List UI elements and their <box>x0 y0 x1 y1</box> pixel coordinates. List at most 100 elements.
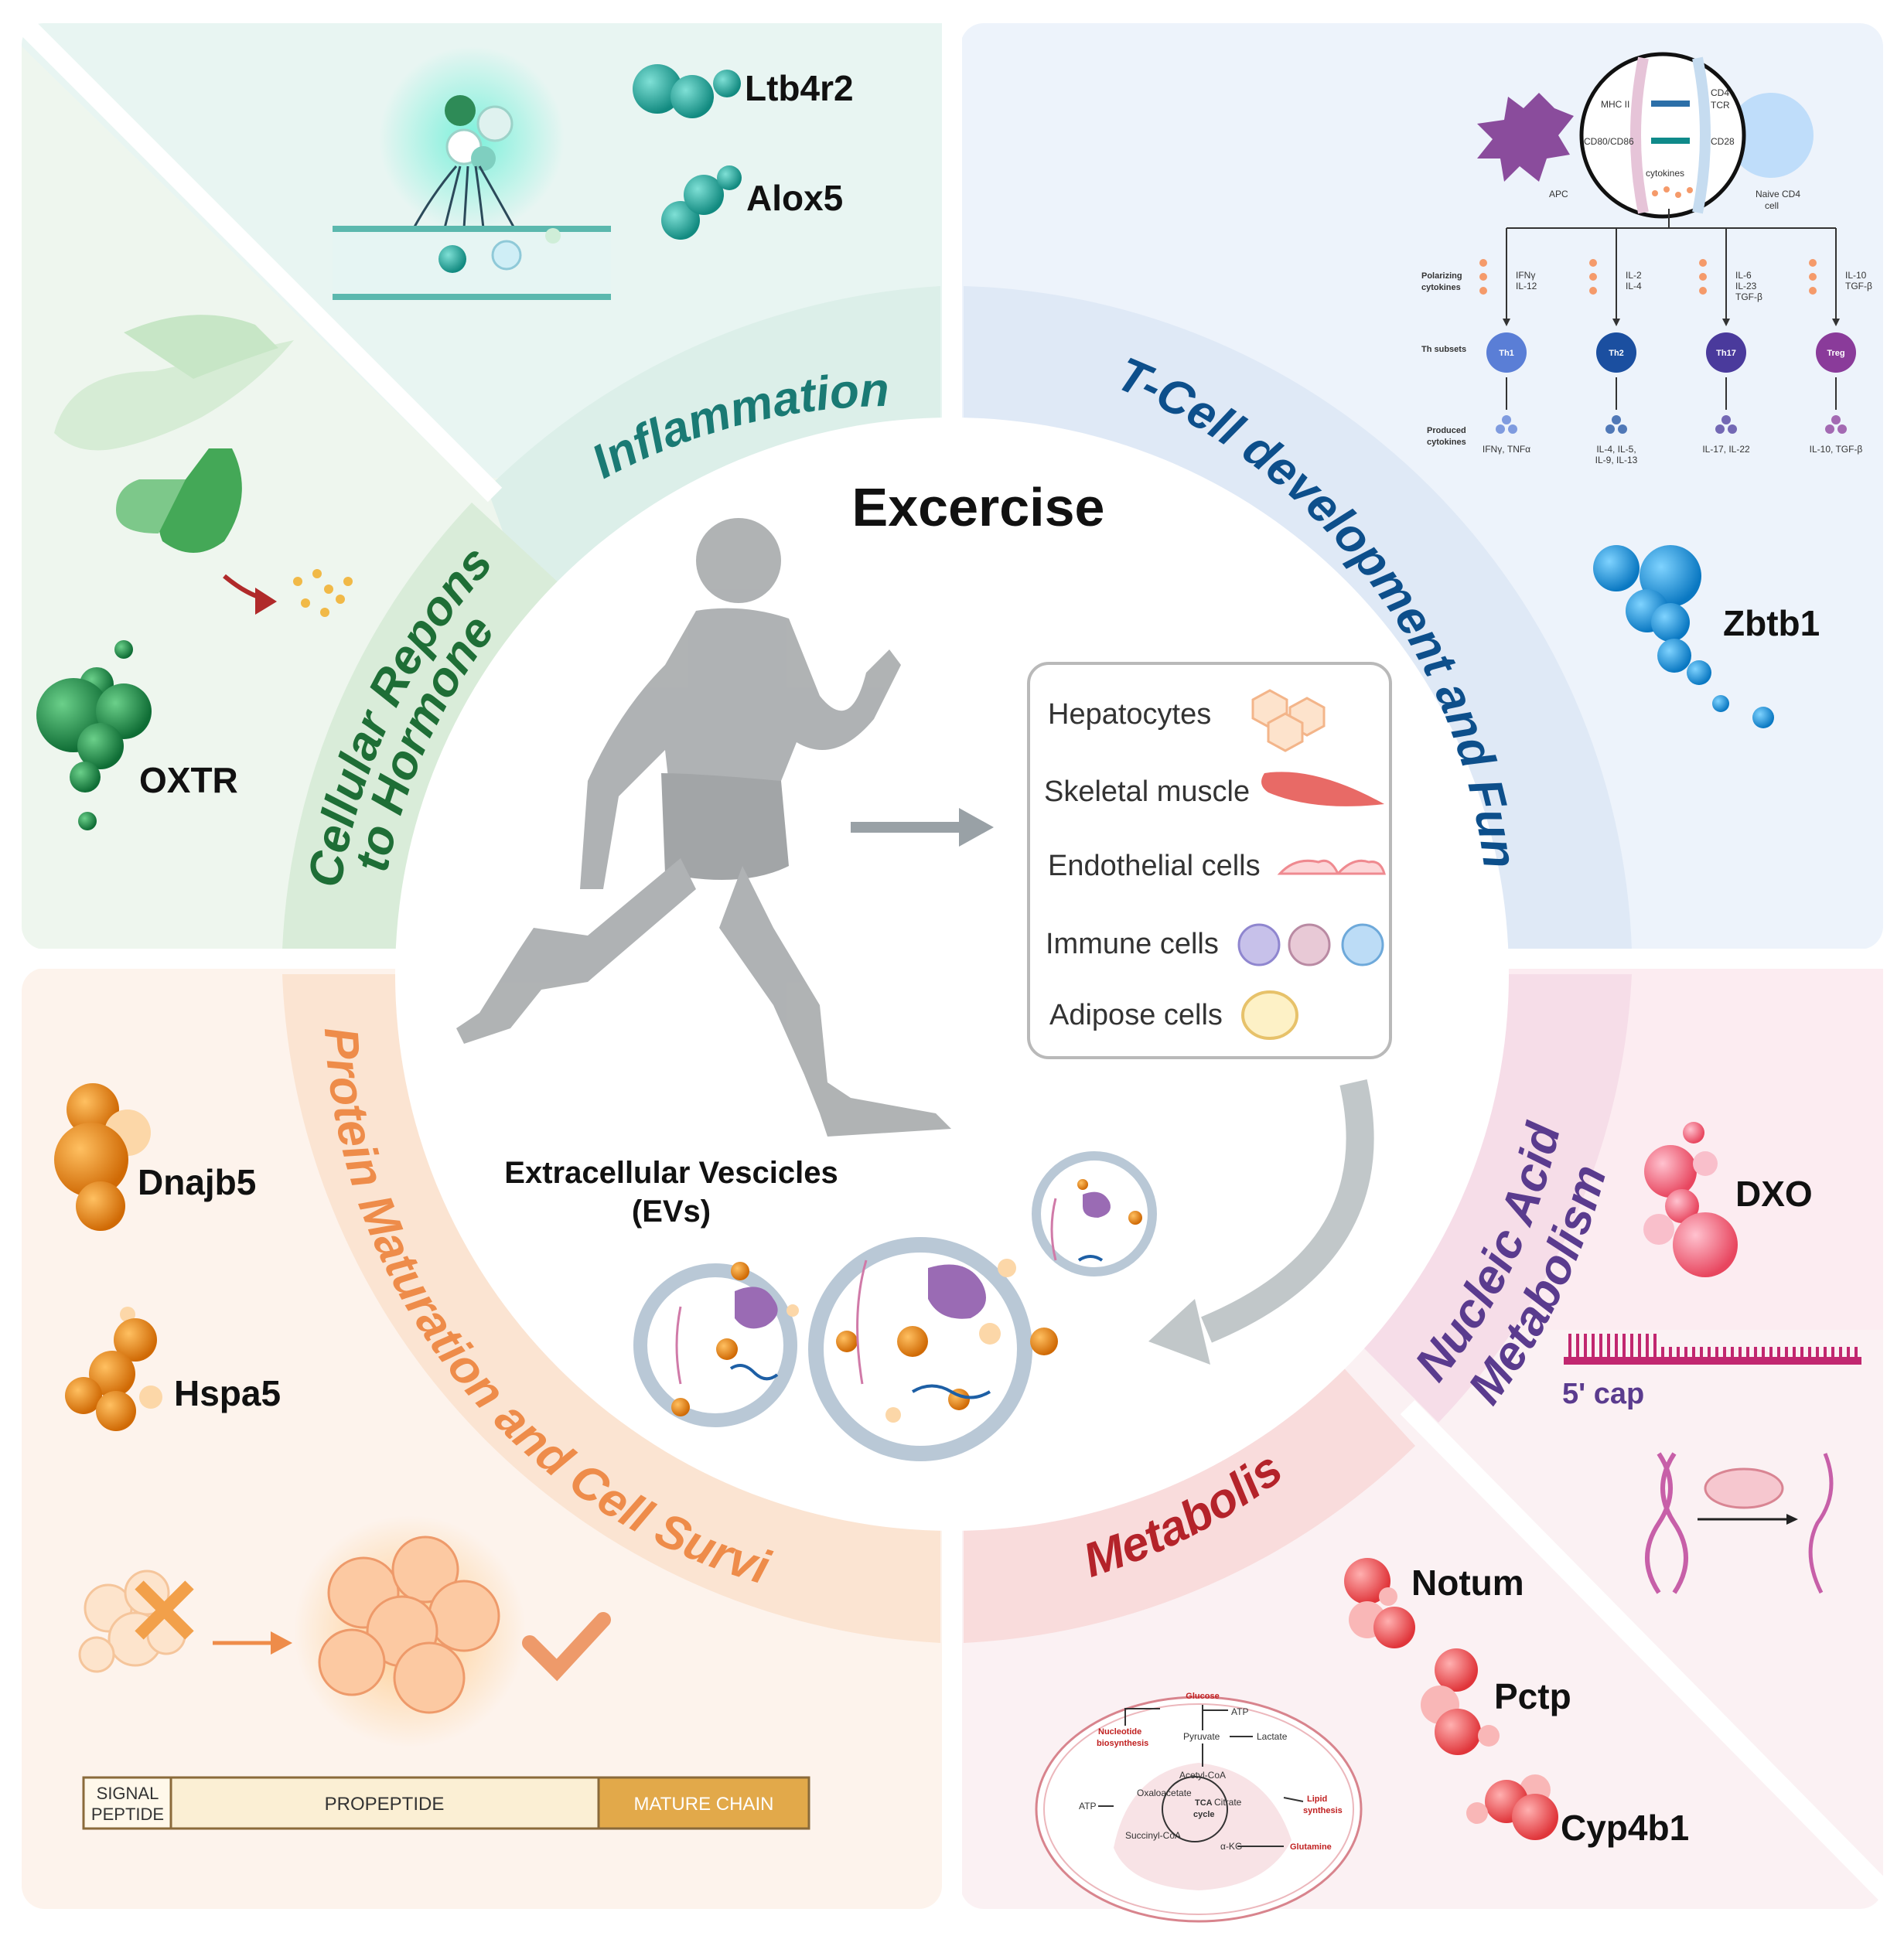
m-nucleotide-line2: biosynthesis <box>1097 1739 1148 1748</box>
hepatocytes-icon <box>1251 689 1326 752</box>
bar-signal-line1: SIGNAL <box>97 1784 159 1803</box>
arrow-to-celltypes <box>851 808 994 847</box>
metabolism-mitochondria-diagram: Glucose ATP Pyruvate Lactate Nucleotide … <box>1035 1692 1363 1923</box>
cytokine-dot <box>1589 287 1597 295</box>
label-tcr: TCR <box>1711 100 1730 111</box>
hspa5-molecule-icon <box>65 1307 162 1431</box>
subset-cell <box>1706 332 1746 373</box>
cap-tooth <box>1584 1334 1587 1358</box>
m-glucose: Glucose <box>1186 1692 1219 1701</box>
cytokine-dot <box>1479 259 1487 267</box>
gene-dnajb5: Dnajb5 <box>138 1162 256 1202</box>
cytokine-dot <box>1479 287 1487 295</box>
polarizing-cytokine: IL-2 <box>1626 270 1642 281</box>
bar-signal-line2: PEPTIDE <box>91 1805 164 1824</box>
m-tca-line2: cycle <box>1193 1810 1215 1819</box>
cap-tooth <box>1607 1334 1610 1358</box>
produced-dot <box>1831 415 1841 424</box>
polarizing-cytokine: IL-10 <box>1845 270 1867 281</box>
subset-label: Th2 <box>1609 349 1624 358</box>
produced-cytokine: IL-9, IL-13 <box>1595 455 1638 465</box>
cap-tooth <box>1692 1347 1695 1358</box>
label-naive-line1: Naive CD4 <box>1756 189 1800 199</box>
produced-cytokine: IL-4, IL-5, <box>1596 444 1636 455</box>
produced-dot <box>1496 424 1505 434</box>
sector-metabolism <box>964 1353 1415 1643</box>
label-produced-line1: Produced <box>1427 426 1466 435</box>
polarizing-cytokine: IL-12 <box>1516 281 1537 291</box>
cap-tooth <box>1708 1347 1711 1358</box>
tcell-synapse-diagram: MHC II CD4 TCR CD80/CD86 CD28 cytokines … <box>1477 52 1836 229</box>
polarizing-cytokine: TGF-β <box>1845 281 1872 291</box>
ltb4r2-molecule-icon <box>633 64 741 118</box>
cytokine-dot <box>1699 287 1707 295</box>
dnajb5-molecule-icon <box>54 1083 151 1231</box>
celltype-hepatocytes: Hepatocytes <box>1048 698 1211 731</box>
subset-cell <box>1816 332 1856 373</box>
oxtr-molecule-icon <box>36 640 152 830</box>
subset-cell <box>1596 332 1636 373</box>
gene-ltb4r2: Ltb4r2 <box>745 68 854 108</box>
cap-tooth <box>1630 1334 1633 1358</box>
cytokine-dot <box>1589 273 1597 281</box>
label-polarizing-line1: Polarizing <box>1421 271 1462 281</box>
label-polarizing-line2: cytokines <box>1421 283 1461 292</box>
produced-dot <box>1715 424 1725 434</box>
center-title: Excercise <box>852 477 1105 537</box>
m-lactate: Lactate <box>1257 1731 1288 1742</box>
cap-tooth <box>1723 1347 1726 1358</box>
cap-tooth <box>1847 1347 1850 1358</box>
celltype-adipose: Adipose cells <box>1049 999 1223 1031</box>
cap-tooth <box>1831 1347 1834 1358</box>
cap-tooth <box>1646 1334 1649 1358</box>
cytokine-dot <box>1699 259 1707 267</box>
m-akg: α-KG <box>1220 1841 1242 1852</box>
m-citrate: Citrate <box>1214 1797 1242 1808</box>
polarizing-cytokine: IL-4 <box>1626 281 1642 291</box>
cytokine-dot <box>1589 259 1597 267</box>
cell-types-box: Hepatocytes Skeletal muscle Endothelial … <box>1027 662 1392 1059</box>
cap-tooth <box>1615 1334 1618 1358</box>
dxo-molecule-icon <box>1643 1122 1738 1277</box>
tcell-subsets-diagram: Polarizing cytokines Th subsets Produced… <box>1421 228 1872 465</box>
polarizing-cytokine: IL-23 <box>1735 281 1757 291</box>
cap-tooth <box>1769 1347 1773 1358</box>
label-produced-line2: cytokines <box>1427 438 1466 447</box>
label-mhc: MHC II <box>1601 99 1629 110</box>
gene-oxtr: OXTR <box>139 760 238 800</box>
mrna-cap-icon <box>1564 1334 1861 1365</box>
cap-tooth <box>1592 1334 1595 1358</box>
cap-tooth <box>1808 1347 1811 1358</box>
cap-tooth <box>1746 1347 1749 1358</box>
gene-notum: Notum <box>1411 1563 1524 1603</box>
cytokine-dot <box>1809 259 1817 267</box>
label-cd28: CD28 <box>1711 136 1735 147</box>
subset-label: Th1 <box>1499 349 1514 358</box>
label-naive-line2: cell <box>1765 200 1779 211</box>
cap-tooth <box>1638 1334 1641 1358</box>
label-cd80: CD80/CD86 <box>1584 136 1634 147</box>
m-tca-line1: TCA <box>1195 1798 1213 1808</box>
cap-tooth <box>1800 1347 1803 1358</box>
cap-tooth <box>1700 1347 1703 1358</box>
cap-tooth <box>1622 1334 1626 1358</box>
cap-tooth <box>1762 1347 1765 1358</box>
inflammation-vessel-illustration <box>333 46 611 300</box>
subset-cell <box>1486 332 1527 373</box>
ev-label-line1: Extracellular Vescicles <box>504 1156 838 1190</box>
gene-cyp4b1: Cyp4b1 <box>1561 1808 1689 1848</box>
subset-arrowhead <box>1612 319 1620 326</box>
cap-tooth <box>1576 1334 1579 1358</box>
produced-dot <box>1502 415 1511 424</box>
m-atp2: ATP <box>1079 1801 1096 1812</box>
cap-tooth <box>1661 1347 1664 1358</box>
sector-hormone <box>282 503 572 949</box>
m-pyruvate: Pyruvate <box>1183 1731 1220 1742</box>
m-succinyl: Succinyl-CoA <box>1125 1830 1181 1841</box>
celltype-skeletal-muscle: Skeletal muscle <box>1044 775 1250 808</box>
cap-label: 5' cap <box>1562 1378 1644 1410</box>
cell-survival-illustration <box>78 1515 611 1747</box>
propeptide-bar: SIGNAL PEPTIDE PROPEPTIDE MATURE CHAIN <box>82 1776 810 1830</box>
cap-tooth <box>1599 1334 1602 1358</box>
